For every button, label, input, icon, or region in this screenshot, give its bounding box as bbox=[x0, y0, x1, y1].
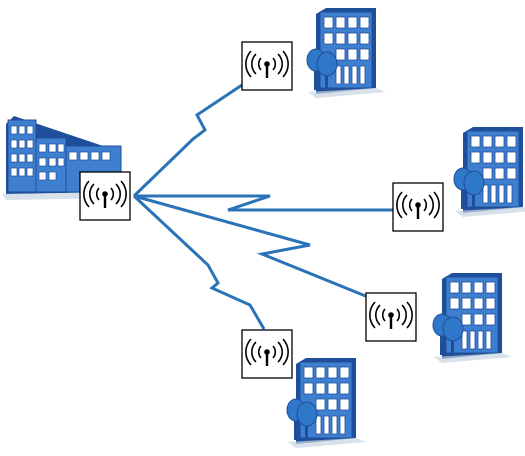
wireless-links bbox=[132, 83, 393, 330]
wireless-access-point-icon bbox=[78, 170, 132, 222]
office-building-icon bbox=[453, 126, 525, 218]
wireless-access-point-icon bbox=[240, 40, 294, 92]
office-building-icon bbox=[286, 357, 367, 449]
office-building-icon bbox=[432, 272, 513, 364]
wireless-access-point-icon bbox=[391, 181, 445, 233]
link-to-right-upper-site bbox=[134, 194, 393, 212]
wireless-access-point-icon bbox=[240, 328, 294, 380]
link-to-right-lower-site bbox=[133, 194, 369, 299]
link-to-bottom-site bbox=[132, 194, 266, 330]
link-to-top-site bbox=[132, 83, 243, 198]
wireless-access-point-icon bbox=[364, 291, 418, 343]
office-building-icon bbox=[306, 7, 387, 99]
